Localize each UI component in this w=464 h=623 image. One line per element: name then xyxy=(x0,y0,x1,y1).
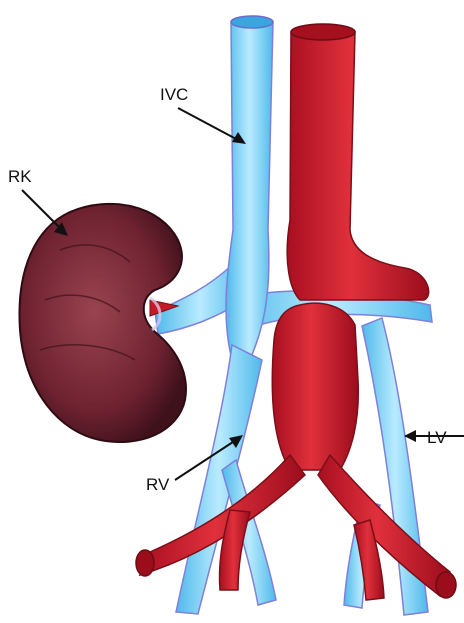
label-rk: RK xyxy=(8,167,32,186)
left-iliac-artery xyxy=(318,455,450,596)
aorta-opening xyxy=(291,24,355,40)
ivc-opening xyxy=(231,16,273,28)
rk-arrow xyxy=(22,190,68,236)
label-lv: LV xyxy=(427,428,447,447)
label-rv: RV xyxy=(146,475,170,494)
aorta-upper xyxy=(287,32,428,300)
aorta-lower xyxy=(272,303,358,470)
right-iliac-artery-end xyxy=(136,550,154,576)
left-iliac-artery-end xyxy=(436,572,456,598)
inferior-vena-cava xyxy=(226,17,273,360)
label-ivc: IVC xyxy=(160,85,188,104)
